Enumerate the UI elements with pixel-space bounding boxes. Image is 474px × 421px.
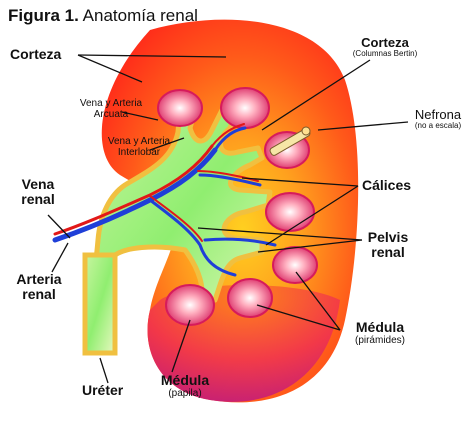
arcuate-vessels bbox=[198, 126, 277, 247]
label-medula-right: Médula (pirámides) bbox=[340, 319, 420, 347]
label-vena-arteria-arcuata-line2: Arcuata bbox=[93, 109, 129, 120]
figure-label: Figura 1. bbox=[8, 6, 79, 25]
label-corteza-top-main: Corteza bbox=[361, 35, 409, 50]
label-vena-arteria-arcuata: Vena y Arteria Arcuata bbox=[56, 98, 166, 120]
label-corteza-top-sub: (Columnas Bertin) bbox=[352, 49, 418, 59]
label-medula-bottom: Médula (papila) bbox=[150, 372, 220, 400]
label-calices: Cálices bbox=[362, 177, 412, 193]
label-vena-renal-line1: Vena bbox=[21, 176, 55, 192]
label-vena-arteria-arcuata-line1: Vena y Arteria bbox=[79, 98, 143, 109]
label-vena-renal: Vena renal bbox=[10, 176, 66, 208]
ureter-tube bbox=[82, 252, 118, 356]
figure-title: Figura 1. Anatomía renal bbox=[8, 6, 198, 26]
label-pelvis-renal: Pelvis renal bbox=[358, 229, 418, 261]
pyramid bbox=[227, 278, 273, 318]
interlobar-vessels bbox=[148, 198, 237, 277]
label-arteria-renal: Arteria renal bbox=[6, 271, 72, 303]
label-medula-bottom-sub: (papila) bbox=[168, 388, 202, 400]
pyramid bbox=[272, 246, 318, 284]
pointer-arrows bbox=[47, 54, 409, 384]
label-vena-renal-line2: renal bbox=[21, 191, 55, 208]
pyramid bbox=[220, 87, 270, 129]
label-nefrona-sub: (no a escala) bbox=[414, 121, 462, 131]
pyramid bbox=[265, 192, 315, 232]
label-pelvis-renal-line1: Pelvis bbox=[367, 229, 409, 245]
interlobar-vessels-red bbox=[149, 195, 203, 242]
label-medula-right-main: Médula bbox=[355, 319, 405, 335]
label-arteria-renal-line2: renal bbox=[22, 286, 56, 303]
label-medula-right-sub: (pirámides) bbox=[354, 335, 405, 347]
figure-title-text: Anatomía renal bbox=[82, 6, 198, 25]
label-nefrona-main: Nefrona bbox=[414, 107, 462, 122]
arcuate-vessels-red bbox=[197, 123, 259, 182]
blood-vessels bbox=[52, 123, 277, 277]
nephron-icon bbox=[269, 126, 311, 156]
label-corteza-top: Corteza (Columnas Bertin) bbox=[330, 35, 440, 59]
pyramid bbox=[165, 284, 215, 326]
label-nefrona: Nefrona (no a escala) bbox=[408, 107, 468, 131]
label-ureter: Uréter bbox=[82, 382, 124, 398]
renal-pelvis bbox=[82, 105, 273, 356]
label-pelvis-renal-line2: renal bbox=[371, 244, 405, 261]
label-medula-bottom-main: Médula bbox=[160, 372, 210, 388]
label-vena-arteria-interlobar: Vena y Arteria Interlobar bbox=[84, 136, 194, 158]
label-vena-arteria-interlobar-line1: Vena y Arteria bbox=[107, 136, 171, 147]
pyramid bbox=[157, 89, 203, 127]
label-arteria-renal-line1: Arteria bbox=[16, 271, 62, 287]
label-vena-arteria-interlobar-line2: Interlobar bbox=[117, 147, 161, 158]
label-corteza-left: Corteza bbox=[10, 46, 62, 62]
